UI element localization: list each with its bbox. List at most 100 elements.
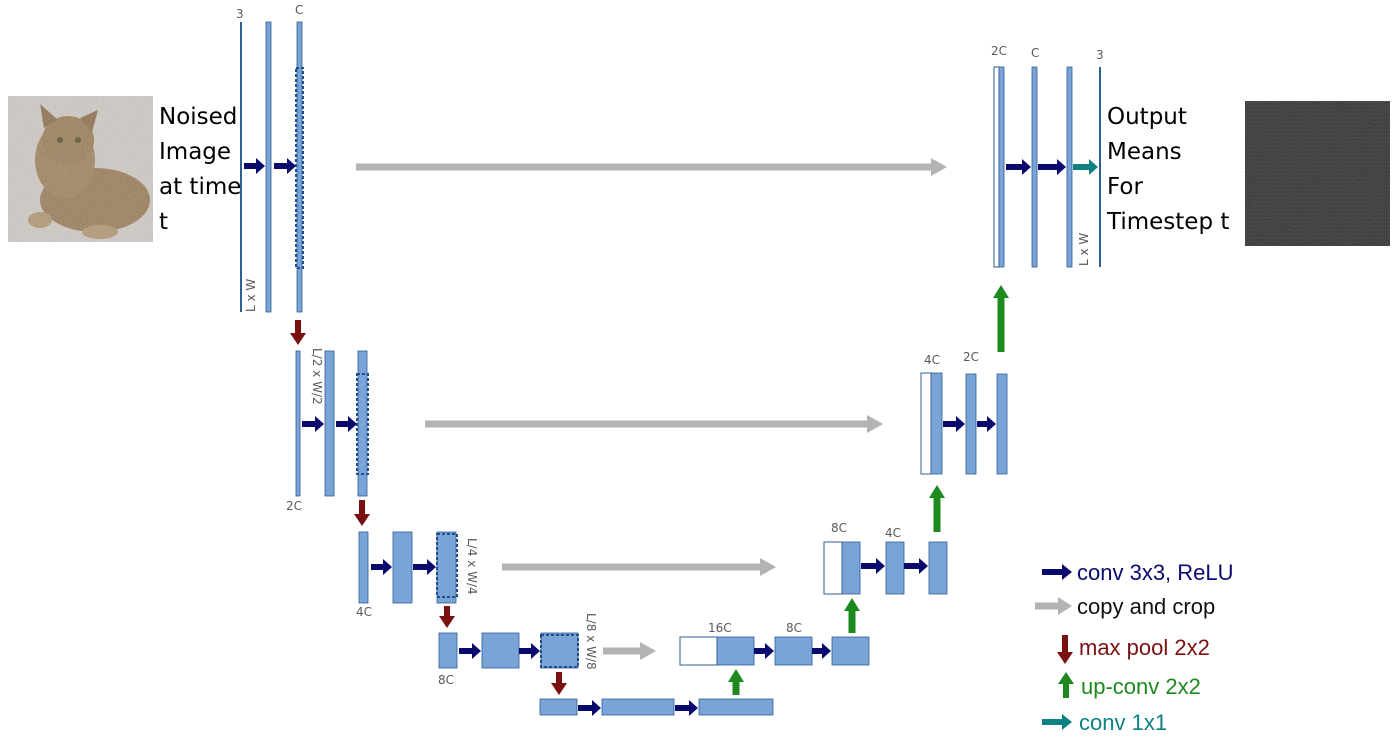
conv1x1-arrow <box>1073 159 1098 175</box>
label-channels-16c: 16C <box>708 621 732 635</box>
map-lvl4-pooled <box>438 632 458 669</box>
noise-output-square <box>1245 101 1390 246</box>
input-caption-line-2: Image <box>159 139 231 165</box>
map-bottom-conv1 <box>601 698 675 716</box>
conv3x3-arrow-15 <box>943 416 965 432</box>
up-conv-arrow-1 <box>728 669 744 695</box>
map-dec2-conv1 <box>965 373 977 475</box>
label-out-3: 3 <box>1096 48 1104 62</box>
conv3x3-arrow-2 <box>274 158 296 174</box>
label-channels-2c: 2C <box>286 499 302 513</box>
max-pool-arrow-1 <box>290 320 306 345</box>
label-res-l4w4: L/4 x W/4 <box>465 538 479 595</box>
legend-conv3x3-label: conv 3x3, ReLU <box>1077 560 1234 585</box>
up-conv-arrow-3 <box>929 485 945 532</box>
map-bottom-conv2 <box>698 698 774 716</box>
conv3x3-arrow-8 <box>519 643 540 659</box>
conv3x3-arrow-18 <box>1038 159 1066 175</box>
input-caption-line-3: at time <box>159 174 241 200</box>
map-dec4-copied <box>679 636 718 666</box>
map-bottom-pooled <box>539 698 578 716</box>
map-lvl4-conv2 <box>540 632 579 669</box>
map-lvl3-conv2 <box>436 531 457 604</box>
legend-copy-crop-label: copy and crop <box>1077 594 1215 619</box>
crop-outline-lvl1 <box>295 67 304 269</box>
output-caption-line-3: For <box>1107 174 1143 200</box>
map-lvl3-conv1 <box>392 531 413 604</box>
max-pool-arrow-2 <box>354 500 370 526</box>
dimension-labels: 3 C L x W L/2 x W/2 2C L/4 x W/4 4C L/8 … <box>236 3 1104 687</box>
map-lvl3-pooled <box>358 531 369 604</box>
label-channels-c: C <box>295 3 303 17</box>
label-dec1-c: C <box>1031 46 1039 60</box>
label-res-lw: L x W <box>244 279 258 312</box>
map-dec3-copied <box>823 541 843 595</box>
output-caption-line-2: Means <box>1107 139 1182 165</box>
crop-outline-lvl3 <box>436 533 458 598</box>
legend: conv 3x3, ReLU copy and crop max pool 2x… <box>1035 560 1234 735</box>
legend-copy-crop-swatch <box>1035 597 1072 615</box>
label-dec3-4c: 4C <box>885 526 901 540</box>
feature-maps <box>240 21 1101 716</box>
output-caption: Output Means For Timestep t <box>1106 104 1229 235</box>
map-dec3-conv1 <box>885 541 905 595</box>
label-dec1-2c: 2C <box>991 44 1007 58</box>
legend-copy-crop: copy and crop <box>1035 594 1215 619</box>
conv3x3-arrow-4 <box>336 416 357 432</box>
input-caption: Noised Image at time t <box>159 104 241 235</box>
legend-conv3x3-swatch <box>1042 564 1072 580</box>
map-lvl4-conv1 <box>481 632 520 669</box>
map-dec3-conv2 <box>928 541 948 595</box>
copy-crop-arrow-3 <box>502 558 776 576</box>
output-caption-line-1: Output <box>1107 104 1187 130</box>
map-dec3-upsampled <box>841 541 861 595</box>
conv3x3-arrow-10 <box>675 700 698 716</box>
up-conv-arrow-4 <box>993 285 1009 352</box>
map-dec4-conv2 <box>831 636 870 666</box>
map-lvl2-pooled <box>295 350 301 497</box>
input-caption-line-1: Noised <box>159 104 237 130</box>
legend-conv1x1-swatch <box>1042 714 1072 730</box>
legend-max-pool-label: max pool 2x2 <box>1079 635 1210 660</box>
up-conv-arrow-2 <box>844 598 860 633</box>
label-dec3-8c: 8C <box>831 521 847 535</box>
legend-conv1x1: conv 1x1 <box>1042 710 1167 735</box>
conv3x3-arrow-3 <box>302 416 324 432</box>
legend-max-pool-swatch <box>1057 635 1073 664</box>
copy-crop-arrow-2 <box>425 415 883 433</box>
conv3x3-arrow-17 <box>1006 159 1031 175</box>
label-dec4-8c: 8C <box>786 621 802 635</box>
map-lvl1-conv1 <box>265 21 272 313</box>
output-caption-line-4: Timestep t <box>1106 209 1229 235</box>
conv3x3-arrow-7 <box>459 643 481 659</box>
map-dec2-copied <box>920 372 932 475</box>
arrows <box>244 158 1098 716</box>
map-dec4-conv1 <box>774 636 813 666</box>
copy-crop-arrow-1 <box>356 158 947 176</box>
map-input-3ch <box>240 22 242 312</box>
label-res-l8w8: L/8 x W/8 <box>584 613 598 670</box>
conv3x3-arrow-9 <box>578 700 601 716</box>
max-pool-arrow-4 <box>551 672 567 695</box>
label-channels-3-in: 3 <box>236 7 244 21</box>
max-pool-arrow-3 <box>439 606 455 628</box>
map-dec1-upsampled <box>998 66 1005 268</box>
legend-up-conv-label: up-conv 2x2 <box>1081 674 1201 699</box>
map-output-3ch <box>1099 67 1101 267</box>
crop-outline-lvl4 <box>540 634 579 668</box>
conv3x3-arrow-12 <box>812 643 831 659</box>
legend-conv3x3: conv 3x3, ReLU <box>1042 560 1234 585</box>
label-channels-4c: 4C <box>356 605 372 619</box>
map-dec2-upsampled <box>930 372 943 475</box>
conv3x3-arrow-13 <box>861 558 885 574</box>
conv3x3-arrow-11 <box>754 643 774 659</box>
noisy-cat-photo <box>8 96 153 242</box>
legend-max-pool: max pool 2x2 <box>1057 635 1210 664</box>
legend-up-conv: up-conv 2x2 <box>1058 672 1201 699</box>
legend-conv1x1-label: conv 1x1 <box>1079 710 1167 735</box>
map-lvl2-conv1 <box>324 350 335 497</box>
map-dec1-copied <box>993 66 1000 268</box>
legend-up-conv-swatch <box>1058 672 1074 698</box>
map-dec1-conv1 <box>1031 66 1038 268</box>
